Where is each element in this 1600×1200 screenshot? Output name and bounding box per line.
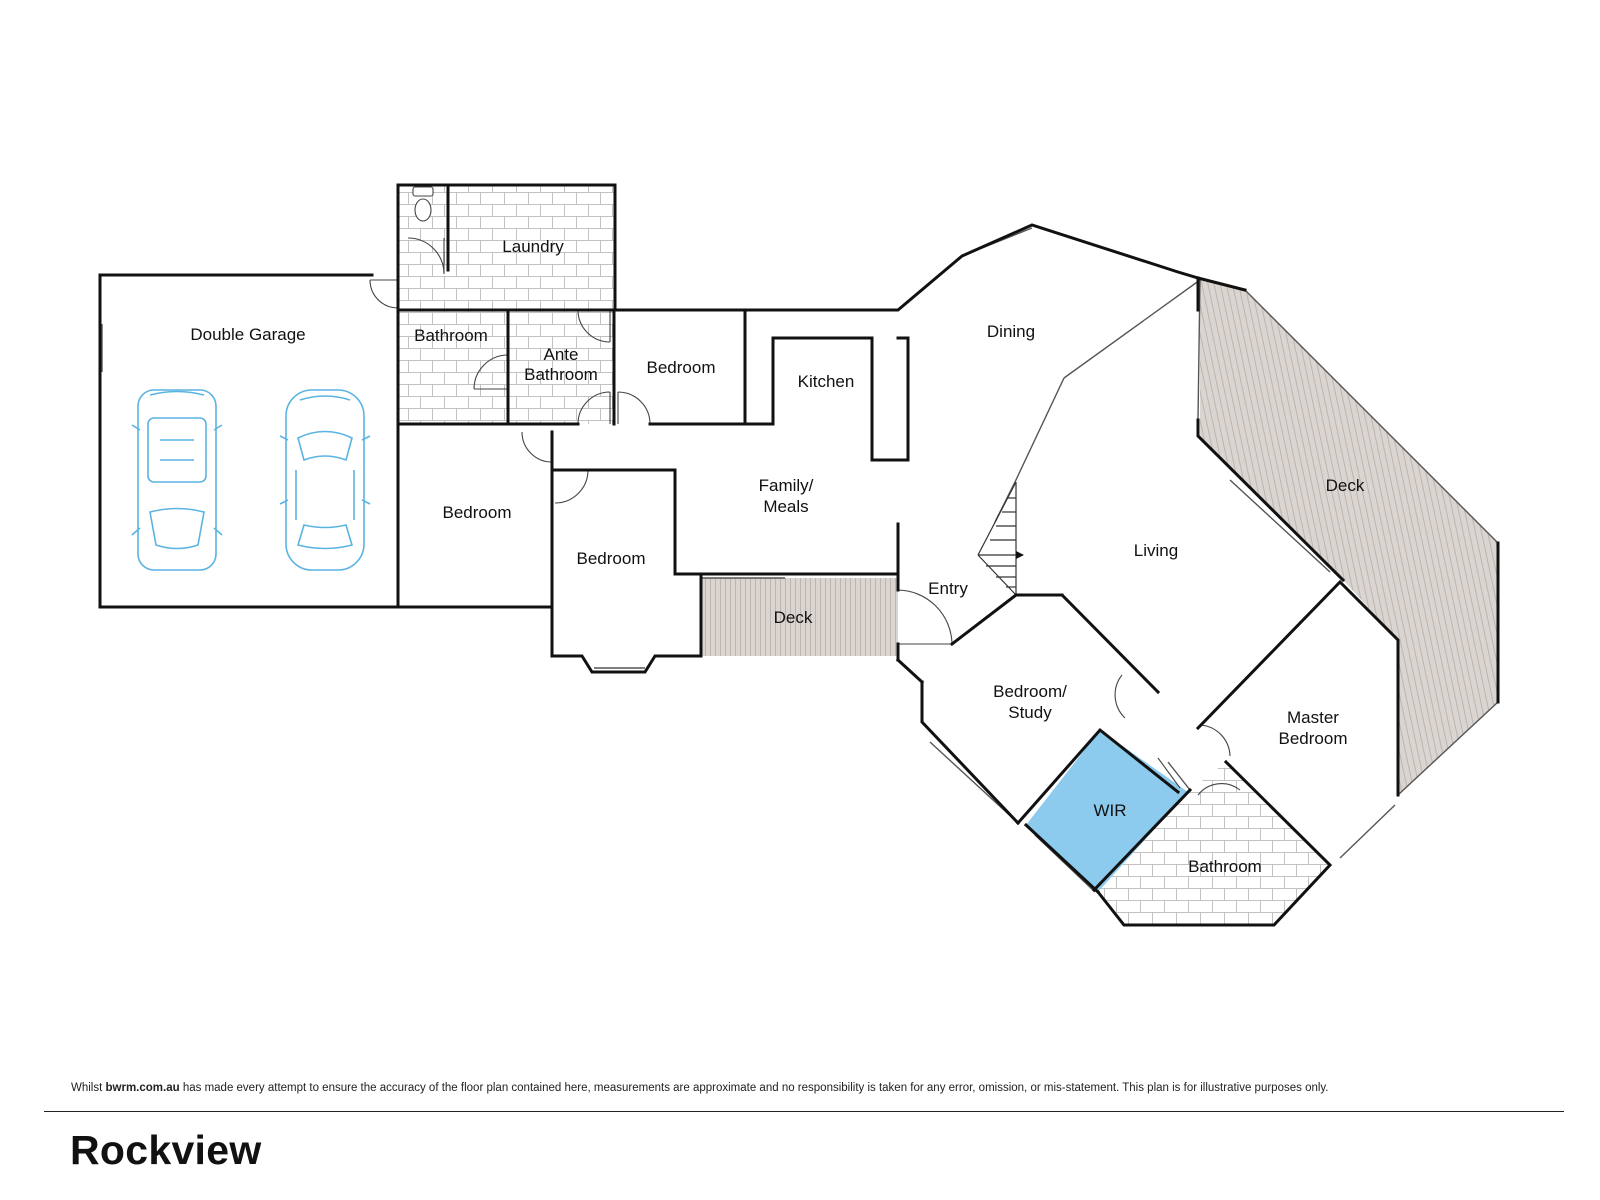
label-entry: Entry xyxy=(928,579,968,598)
bathroom-west-floor xyxy=(398,310,508,424)
floor-fills xyxy=(398,185,1498,925)
walls xyxy=(98,183,1500,927)
wir-floor xyxy=(1026,730,1188,892)
ante-bathroom-floor xyxy=(508,310,614,424)
label-family-meals-1: Family/ xyxy=(759,476,814,495)
label-bedroom-north: Bedroom xyxy=(647,358,716,377)
car-icon-left xyxy=(131,389,223,571)
disclaimer-prefix: Whilst xyxy=(71,1082,106,1094)
label-wir: WIR xyxy=(1093,801,1126,820)
toilet-icon xyxy=(412,186,434,222)
label-ante-bathroom-1: Ante xyxy=(544,345,579,364)
disclaimer: Whilst bwrm.com.au has made every attemp… xyxy=(71,1082,1551,1094)
bathroom-east-floor xyxy=(1098,762,1330,925)
label-living: Living xyxy=(1134,541,1178,560)
label-family-meals-2: Meals xyxy=(763,497,808,516)
label-deck-south: Deck xyxy=(774,608,813,627)
room-labels: Laundry Double Garage Bathroom Ante Bath… xyxy=(190,237,1365,876)
laundry-floor xyxy=(398,185,615,310)
label-master-bedroom-2: Bedroom xyxy=(1279,729,1348,748)
disclaimer-suffix: has made every attempt to ensure the acc… xyxy=(179,1082,1329,1094)
label-bedroom-bay: Bedroom xyxy=(577,549,646,568)
footer-divider xyxy=(44,1111,1564,1112)
label-double-garage: Double Garage xyxy=(190,325,305,344)
label-kitchen: Kitchen xyxy=(798,372,855,391)
thin-lines xyxy=(101,184,1499,926)
property-name: Rockview xyxy=(70,1127,262,1173)
car-icon-right xyxy=(279,389,371,571)
disclaimer-site: bwrm.com.au xyxy=(105,1082,180,1094)
label-laundry: Laundry xyxy=(502,237,564,256)
label-ante-bathroom-2: Bathroom xyxy=(524,365,598,384)
label-dining: Dining xyxy=(987,322,1035,341)
deck-east-floor xyxy=(1200,278,1498,795)
label-bedroom-west: Bedroom xyxy=(443,503,512,522)
label-deck-east: Deck xyxy=(1326,476,1365,495)
stair-symbol xyxy=(977,481,1024,596)
label-bathroom-east: Bathroom xyxy=(1188,857,1262,876)
deck-south-floor xyxy=(701,578,898,656)
label-bedroom-study-1: Bedroom/ xyxy=(993,682,1067,701)
label-bedroom-study-2: Study xyxy=(1008,703,1052,722)
label-bathroom-west: Bathroom xyxy=(414,326,488,345)
label-master-bedroom-1: Master xyxy=(1287,708,1339,727)
